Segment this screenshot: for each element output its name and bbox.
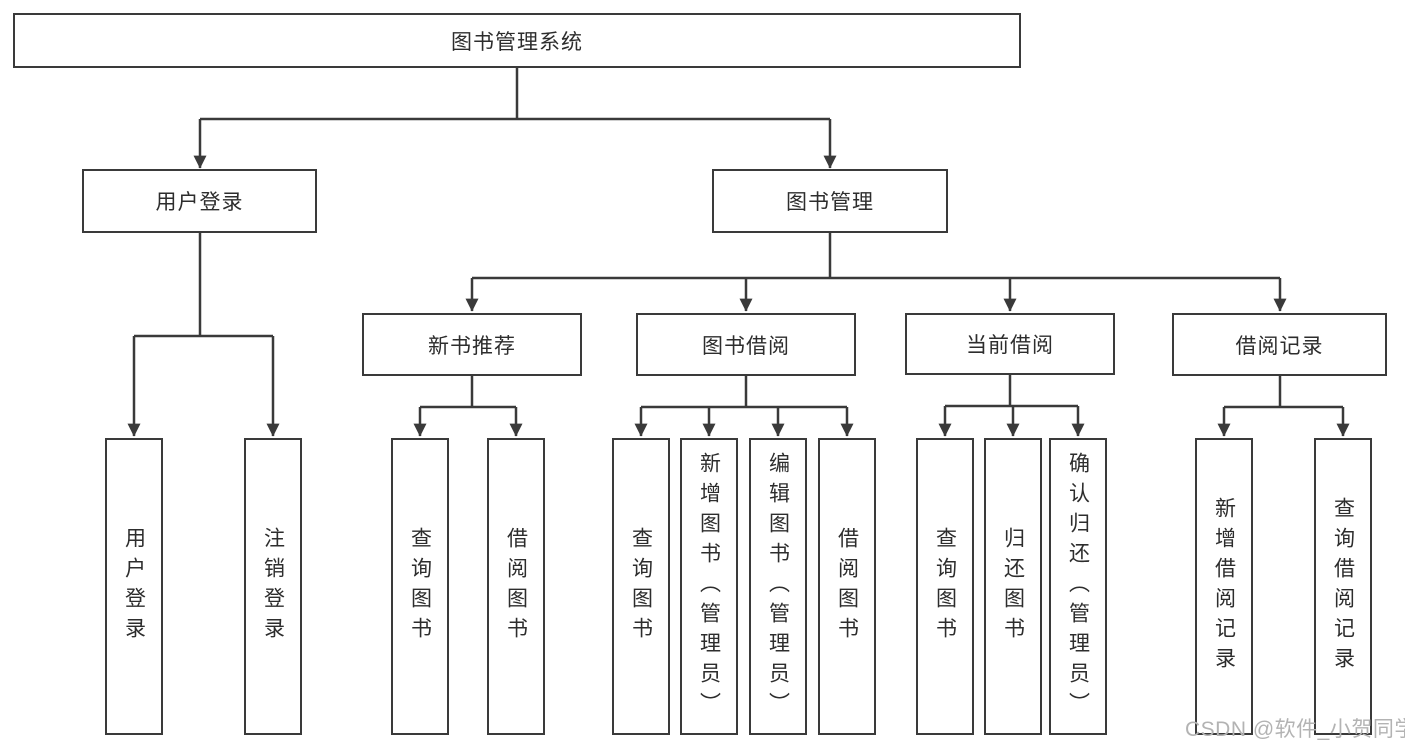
leaf-label: 借阅图书	[504, 526, 528, 647]
connector-current-borrowing-to-children	[938, 375, 1085, 437]
leaf-label: 查询图书	[408, 526, 432, 647]
leaf-confirm-return-admin: 确认归还（管理员）	[1049, 438, 1107, 735]
leaf-return-books: 归还图书	[984, 438, 1042, 735]
leaf-borrow-books-borrowing: 借阅图书	[818, 438, 876, 735]
leaf-label: 查询借阅记录	[1331, 496, 1355, 677]
leaf-label: 查询图书	[629, 526, 653, 647]
leaf-logout: 注销登录	[244, 438, 302, 735]
leaf-label: 归还图书	[1001, 526, 1025, 647]
leaf-add-books-admin: 新增图书（管理员）	[680, 438, 738, 735]
node-borrow-records: 借阅记录	[1172, 313, 1387, 376]
leaf-edit-books-admin: 编辑图书（管理员）	[749, 438, 807, 735]
node-book-management: 图书管理	[712, 169, 948, 233]
leaf-add-borrow-record: 新增借阅记录	[1195, 438, 1253, 735]
node-book-borrowing: 图书借阅	[636, 313, 856, 376]
connector-new-book-recommend-to-children	[413, 376, 523, 437]
leaf-query-borrow-record: 查询借阅记录	[1314, 438, 1372, 735]
leaf-label: 新增图书（管理员）	[697, 451, 721, 722]
node-label: 借阅记录	[1235, 334, 1324, 358]
node-label: 图书管理	[786, 191, 874, 214]
node-label: 当前借阅	[966, 334, 1054, 357]
leaf-label: 借阅图书	[835, 526, 859, 647]
leaf-borrow-books-recommend: 借阅图书	[487, 438, 545, 735]
leaf-user-login: 用户登录	[105, 438, 163, 735]
node-label: 图书管理系统	[451, 30, 583, 54]
node-current-borrowing: 当前借阅	[905, 313, 1115, 375]
leaf-label: 用户登录	[122, 526, 146, 647]
node-label: 新书推荐	[428, 334, 516, 358]
leaf-label: 编辑图书（管理员）	[766, 451, 790, 722]
connector-root-to-level2	[193, 68, 837, 169]
leaf-query-books-recommend: 查询图书	[391, 438, 449, 735]
leaf-label: 注销登录	[261, 526, 285, 647]
csdn-watermark: CSDN @软件_小贺同学	[1185, 718, 1405, 741]
leaf-query-books-borrowing: 查询图书	[612, 438, 670, 735]
node-user-login: 用户登录	[82, 169, 317, 233]
node-label: 用户登录	[155, 191, 244, 214]
node-new-book-recommend: 新书推荐	[362, 313, 582, 376]
node-root-library-system: 图书管理系统	[13, 13, 1021, 68]
connector-borrow-records-to-children	[1217, 376, 1350, 437]
leaf-label: 确认归还（管理员）	[1066, 451, 1090, 722]
leaf-label: 查询图书	[933, 526, 957, 647]
connector-user-login-to-children	[127, 233, 280, 437]
leaf-label: 新增借阅记录	[1212, 496, 1236, 677]
node-label: 图书借阅	[702, 334, 790, 358]
connector-book-borrowing-to-children	[634, 376, 854, 437]
connector-book-management-to-level3	[465, 233, 1287, 312]
leaf-query-books-current: 查询图书	[916, 438, 974, 735]
